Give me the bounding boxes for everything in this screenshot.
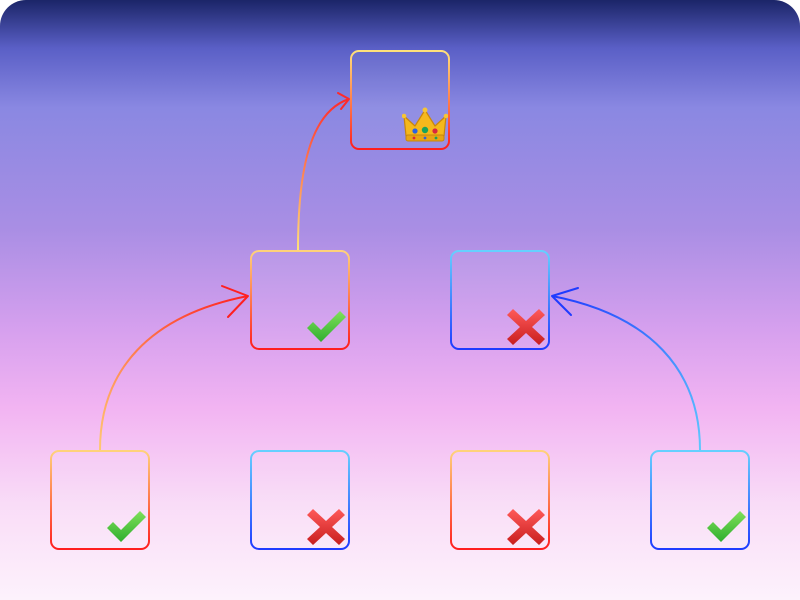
round1-node-a xyxy=(50,450,150,550)
edge-r1a-to-semi-left xyxy=(99,285,249,451)
cross-icon xyxy=(504,506,548,546)
cross-icon xyxy=(504,306,548,346)
crown-icon xyxy=(401,106,449,144)
champion-node xyxy=(350,50,450,150)
edge-r1d-to-semi-right xyxy=(551,287,701,451)
checkmark-icon xyxy=(104,506,148,546)
semi-left-node xyxy=(250,250,350,350)
round1-node-b xyxy=(250,450,350,550)
round1-node-c xyxy=(450,450,550,550)
round1-node-d xyxy=(650,450,750,550)
edge-semi-left-to-champion xyxy=(297,92,350,251)
cross-icon xyxy=(304,506,348,546)
checkmark-icon xyxy=(704,506,748,546)
semi-right-node xyxy=(450,250,550,350)
checkmark-icon xyxy=(304,306,348,346)
